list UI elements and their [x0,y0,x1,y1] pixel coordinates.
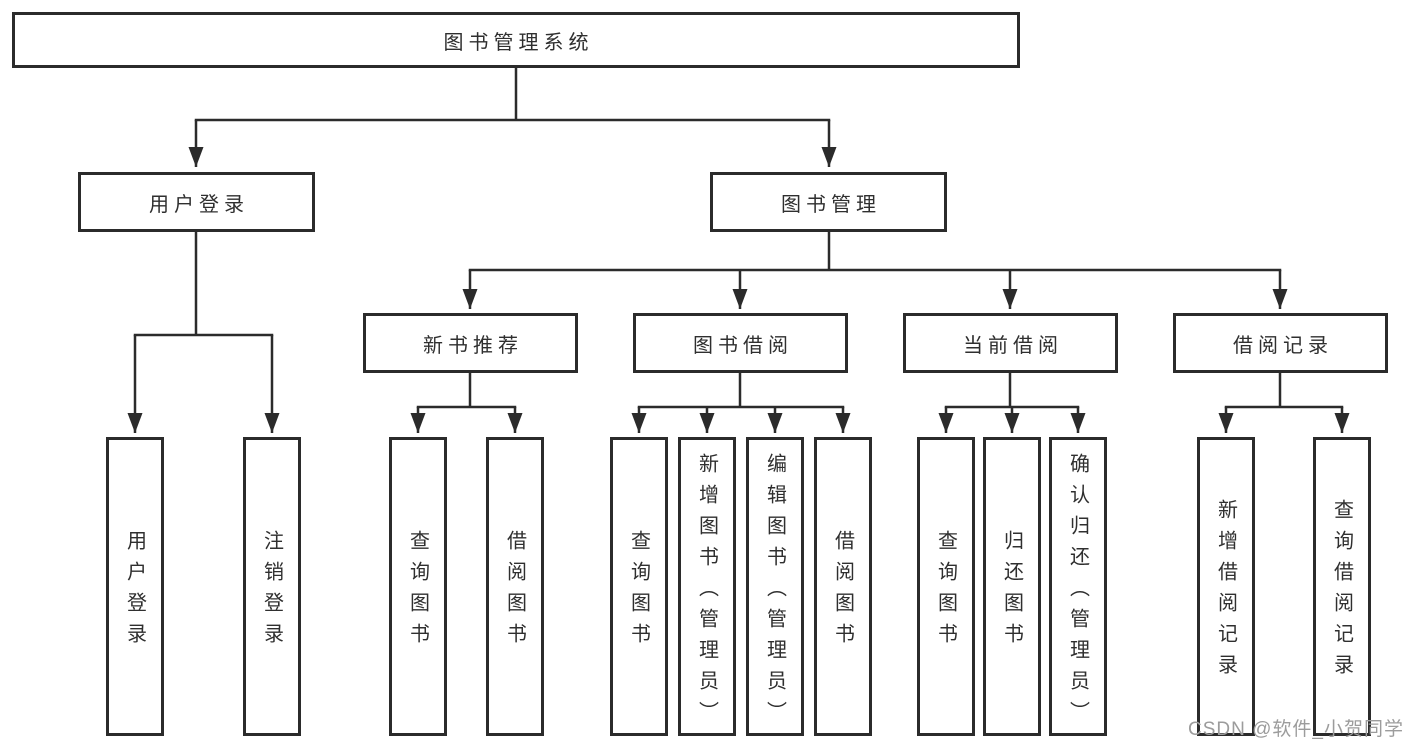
leaf-add-books-admin-label: 新增图书（管理员） [695,452,718,732]
leaf-recommend-borrow-books: 借阅图书 [486,437,544,736]
leaf-recommend-query-books-label: 查询图书 [406,530,429,654]
leaf-add-borrow-record: 新增借阅记录 [1197,437,1255,736]
leaf-user-login-label: 用户登录 [123,530,146,654]
leaf-confirm-return-admin-label: 确认归还（管理员） [1066,452,1089,732]
leaf-return-books: 归还图书 [983,437,1041,736]
leaf-borrow-query-books: 查询图书 [610,437,668,736]
node-book-management: 图书管理 [710,172,947,232]
leaf-add-books-admin: 新增图书（管理员） [678,437,736,736]
node-book-borrow-label: 图书借阅 [693,334,793,357]
leaf-current-query-books: 查询图书 [917,437,975,736]
leaf-recommend-query-books: 查询图书 [389,437,447,736]
leaf-return-books-label: 归还图书 [1000,530,1023,654]
leaf-query-borrow-record: 查询借阅记录 [1313,437,1371,736]
leaf-current-query-books-label: 查询图书 [934,530,957,654]
leaf-logout-label: 注销登录 [260,530,283,654]
leaf-borrow-query-books-label: 查询图书 [627,530,650,654]
node-user-login: 用户登录 [78,172,315,232]
leaf-edit-books-admin-label: 编辑图书（管理员） [763,452,786,732]
leaf-confirm-return-admin: 确认归还（管理员） [1049,437,1107,736]
leaf-add-borrow-record-label: 新增借阅记录 [1214,499,1237,685]
leaf-borrow-books-label: 借阅图书 [831,530,854,654]
leaf-recommend-borrow-books-label: 借阅图书 [503,530,526,654]
node-new-book-recommend-label: 新书推荐 [423,334,523,357]
node-user-login-label: 用户登录 [149,193,249,216]
node-root-label: 图书管理系统 [443,31,594,54]
leaf-edit-books-admin: 编辑图书（管理员） [746,437,804,736]
node-book-management-label: 图书管理 [781,193,881,216]
node-current-borrow-label: 当前借阅 [963,334,1063,357]
node-book-borrow: 图书借阅 [633,313,848,373]
node-borrow-records-label: 借阅记录 [1233,334,1333,357]
leaf-logout: 注销登录 [243,437,301,736]
leaf-user-login: 用户登录 [106,437,164,736]
node-current-borrow: 当前借阅 [903,313,1118,373]
watermark: CSDN @软件_小贺同学 [1188,719,1404,740]
leaf-borrow-books: 借阅图书 [814,437,872,736]
node-root: 图书管理系统 [12,12,1020,68]
node-borrow-records: 借阅记录 [1173,313,1388,373]
node-new-book-recommend: 新书推荐 [363,313,578,373]
leaf-query-borrow-record-label: 查询借阅记录 [1330,499,1353,685]
